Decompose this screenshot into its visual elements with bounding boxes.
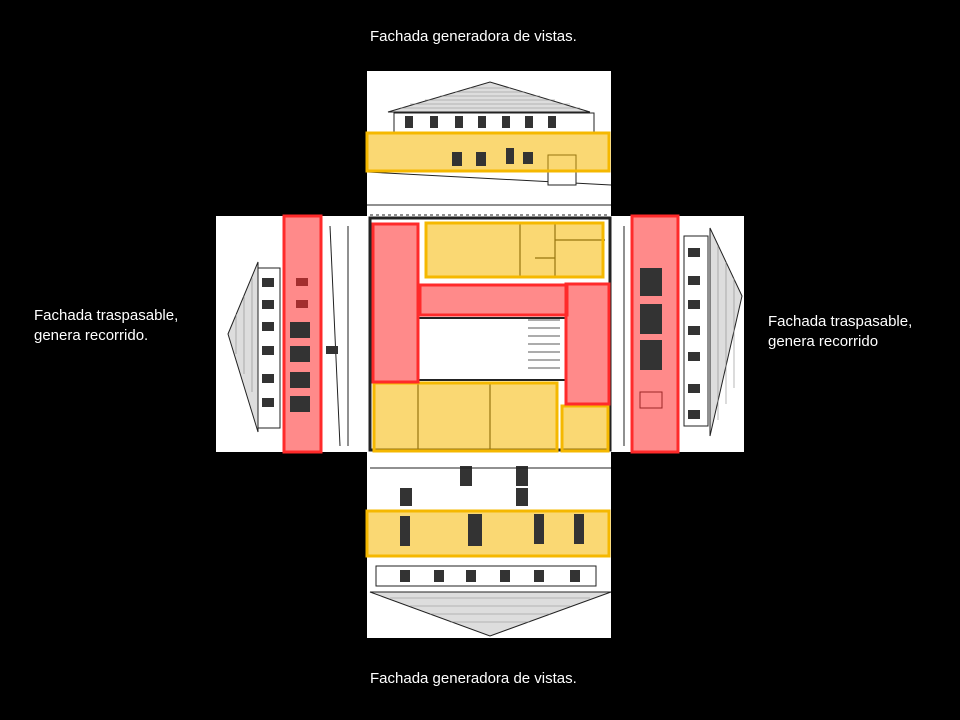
left-elevation	[227, 225, 349, 447]
east-corridor-highlight	[564, 282, 611, 406]
central-corridor-highlight	[418, 283, 569, 317]
south-wing-highlight	[372, 381, 559, 453]
bottom-facade-caption: Fachada generadora de vistas.	[370, 670, 577, 687]
top-roof	[387, 81, 591, 113]
north-wing-highlight	[424, 221, 605, 279]
right-facade-caption: Fachada traspasable, genera recorrido	[768, 312, 912, 352]
highlight-overlay-details	[290, 148, 662, 546]
top-upper-windows	[405, 116, 556, 128]
yellow-highlights	[365, 131, 611, 558]
left-caption-line-2: genera recorrido.	[34, 327, 149, 344]
southeast-room-highlight	[560, 404, 610, 453]
left-caption-line-1: Fachada traspasable,	[34, 307, 179, 324]
bottom-upper-windows	[400, 466, 528, 506]
right-caption-line-1: Fachada traspasable,	[768, 313, 913, 330]
top-facade-caption: Fachada generadora de vistas.	[370, 28, 577, 45]
right-caption-line-2: genera recorrido	[768, 333, 879, 350]
bottom-lower-windows	[400, 570, 580, 582]
top-facade-highlight	[365, 131, 611, 173]
west-corridor-highlight	[371, 222, 420, 384]
left-facade-caption: Fachada traspasable, genera recorrido.	[34, 306, 178, 346]
bottom-elevation	[369, 466, 612, 637]
stair	[528, 319, 560, 369]
red-highlights	[282, 214, 680, 454]
top-elevation	[366, 81, 612, 206]
